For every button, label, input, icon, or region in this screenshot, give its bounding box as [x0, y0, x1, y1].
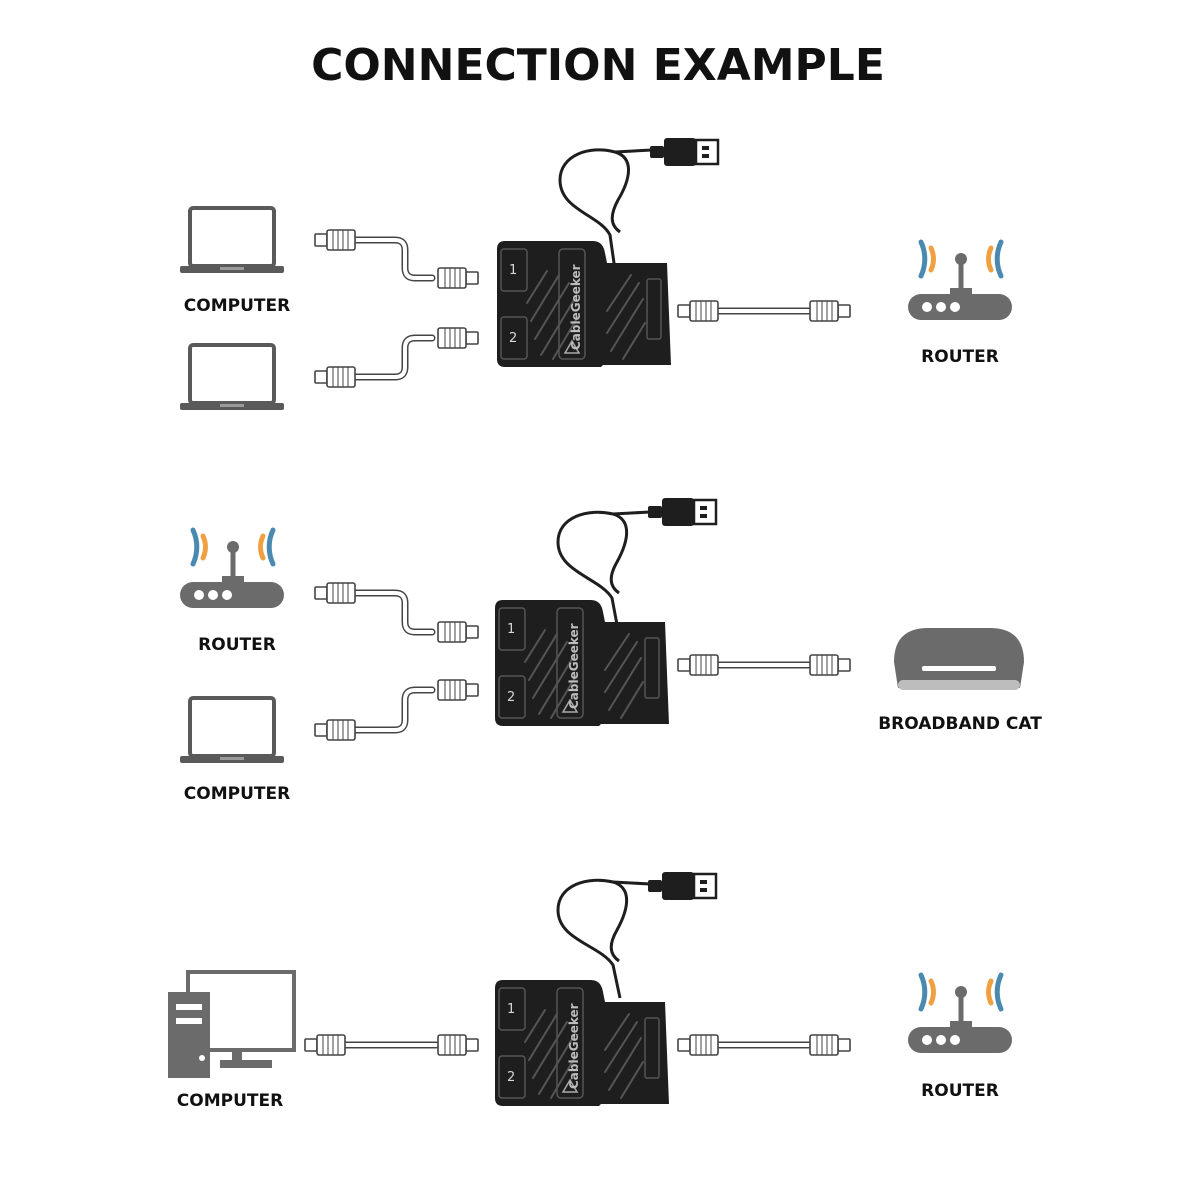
ethernet-plug-icon [314, 366, 356, 388]
computer-label: COMPUTER [184, 296, 290, 316]
ethernet-plug-icon [437, 679, 479, 701]
ethernet-cable [351, 236, 436, 282]
ethernet-plug-icon [809, 1034, 851, 1056]
modem-icon [894, 628, 1024, 690]
ethernet-plug-icon [677, 300, 719, 322]
ethernet-plug-icon [437, 267, 479, 289]
usb-cable [556, 510, 629, 631]
splitter-device [496, 240, 672, 368]
ethernet-plug-icon [314, 719, 356, 741]
computer-label: COMPUTER [184, 784, 290, 804]
ethernet-plug-icon [809, 300, 851, 322]
ethernet-plug-icon [314, 229, 356, 251]
port-2-label: 2 [509, 331, 517, 346]
port-1-label: 1 [507, 1002, 515, 1017]
port-1-label: 1 [509, 263, 517, 278]
ethernet-plug-icon [314, 582, 356, 604]
router-label: ROUTER [921, 347, 999, 367]
usb-plug-icon [648, 136, 720, 168]
router-icon [908, 975, 1012, 1053]
laptop-icon [178, 206, 286, 275]
ethernet-plug-icon [437, 621, 479, 643]
ethernet-plug-icon [437, 1034, 479, 1056]
splitter-device [494, 979, 670, 1107]
ethernet-plug-icon [677, 1034, 719, 1056]
usb-plug-icon [646, 496, 718, 528]
brand-label: CableGeeker [567, 1003, 581, 1089]
page-title: CONNECTION EXAMPLE [311, 40, 885, 91]
row-1: 1 2 CableGeeker COMPUTER ROUTER [178, 136, 1012, 412]
computer-label: COMPUTER [177, 1091, 283, 1111]
ethernet-plug-icon [304, 1034, 346, 1056]
row-3: 1 2 CableGeeker COMPUTER ROUTER [166, 870, 1012, 1111]
usb-plug-icon [646, 870, 718, 902]
splitter-device [494, 599, 670, 727]
brand-label: CableGeeker [567, 623, 581, 709]
router-label: ROUTER [921, 1081, 999, 1101]
laptop-icon [178, 343, 286, 412]
usb-cable [558, 148, 630, 271]
broadband-cat-label: BROADBAND CAT [878, 714, 1042, 734]
laptop-icon [178, 696, 286, 765]
ethernet-plug-icon [437, 327, 479, 349]
port-1-label: 1 [507, 622, 515, 637]
ethernet-plug-icon [809, 654, 851, 676]
port-2-label: 2 [507, 1070, 515, 1085]
desktop-computer-icon [166, 970, 296, 1080]
ethernet-plug-icon [677, 654, 719, 676]
router-icon [908, 242, 1012, 320]
usb-cable [556, 878, 629, 999]
port-2-label: 2 [507, 690, 515, 705]
router-label: ROUTER [198, 635, 276, 655]
router-icon [180, 530, 284, 608]
brand-label: CableGeeker [569, 264, 583, 350]
row-2: 1 2 CableGeeker ROUTER COMPUTER BROADBAN… [178, 496, 1042, 804]
